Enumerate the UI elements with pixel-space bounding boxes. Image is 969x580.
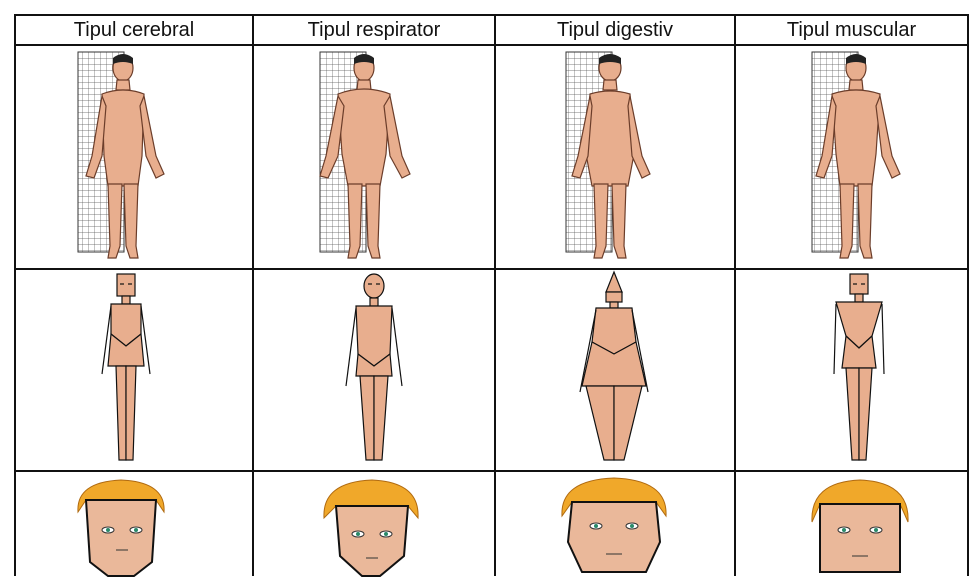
geometric-figure-cell xyxy=(16,270,252,472)
anatomy-figure-cell xyxy=(736,46,967,270)
face-digestiv xyxy=(496,472,734,580)
column-header: Tipul cerebral xyxy=(16,16,252,46)
face-cell xyxy=(16,472,252,580)
anatomy-figure-cell xyxy=(496,46,734,270)
face-cell xyxy=(254,472,494,580)
geometric-figure-cerebral xyxy=(16,270,252,470)
column-header: Tipul muscular xyxy=(736,16,967,46)
anatomy-figure-cell xyxy=(16,46,252,270)
face-muscular xyxy=(736,472,967,580)
column-header: Tipul digestiv xyxy=(496,16,734,46)
column-muscular: Tipul muscular xyxy=(736,16,969,576)
geometric-figure-muscular xyxy=(736,270,967,470)
column-digestiv: Tipul digestiv xyxy=(496,16,736,576)
geometric-figure-digestiv xyxy=(496,270,734,470)
face-cerebral xyxy=(16,472,252,580)
column-cerebral: Tipul cerebral xyxy=(16,16,254,576)
geometric-figure-cell xyxy=(254,270,494,472)
anatomy-figure-cerebral xyxy=(16,46,252,268)
geometric-figure-cell xyxy=(496,270,734,472)
anatomy-figure-digestiv xyxy=(496,46,734,268)
face-cell xyxy=(496,472,734,580)
column-header: Tipul respirator xyxy=(254,16,494,46)
face-respirator xyxy=(254,472,494,580)
anatomy-figure-cell xyxy=(254,46,494,270)
body-types-table: Tipul cerebral xyxy=(14,14,969,576)
anatomy-figure-muscular xyxy=(736,46,967,268)
column-respirator: Tipul respirator xyxy=(254,16,496,576)
anatomy-figure-respirator xyxy=(254,46,494,268)
geometric-figure-cell xyxy=(736,270,967,472)
face-cell xyxy=(736,472,967,580)
geometric-figure-respirator xyxy=(254,270,494,470)
